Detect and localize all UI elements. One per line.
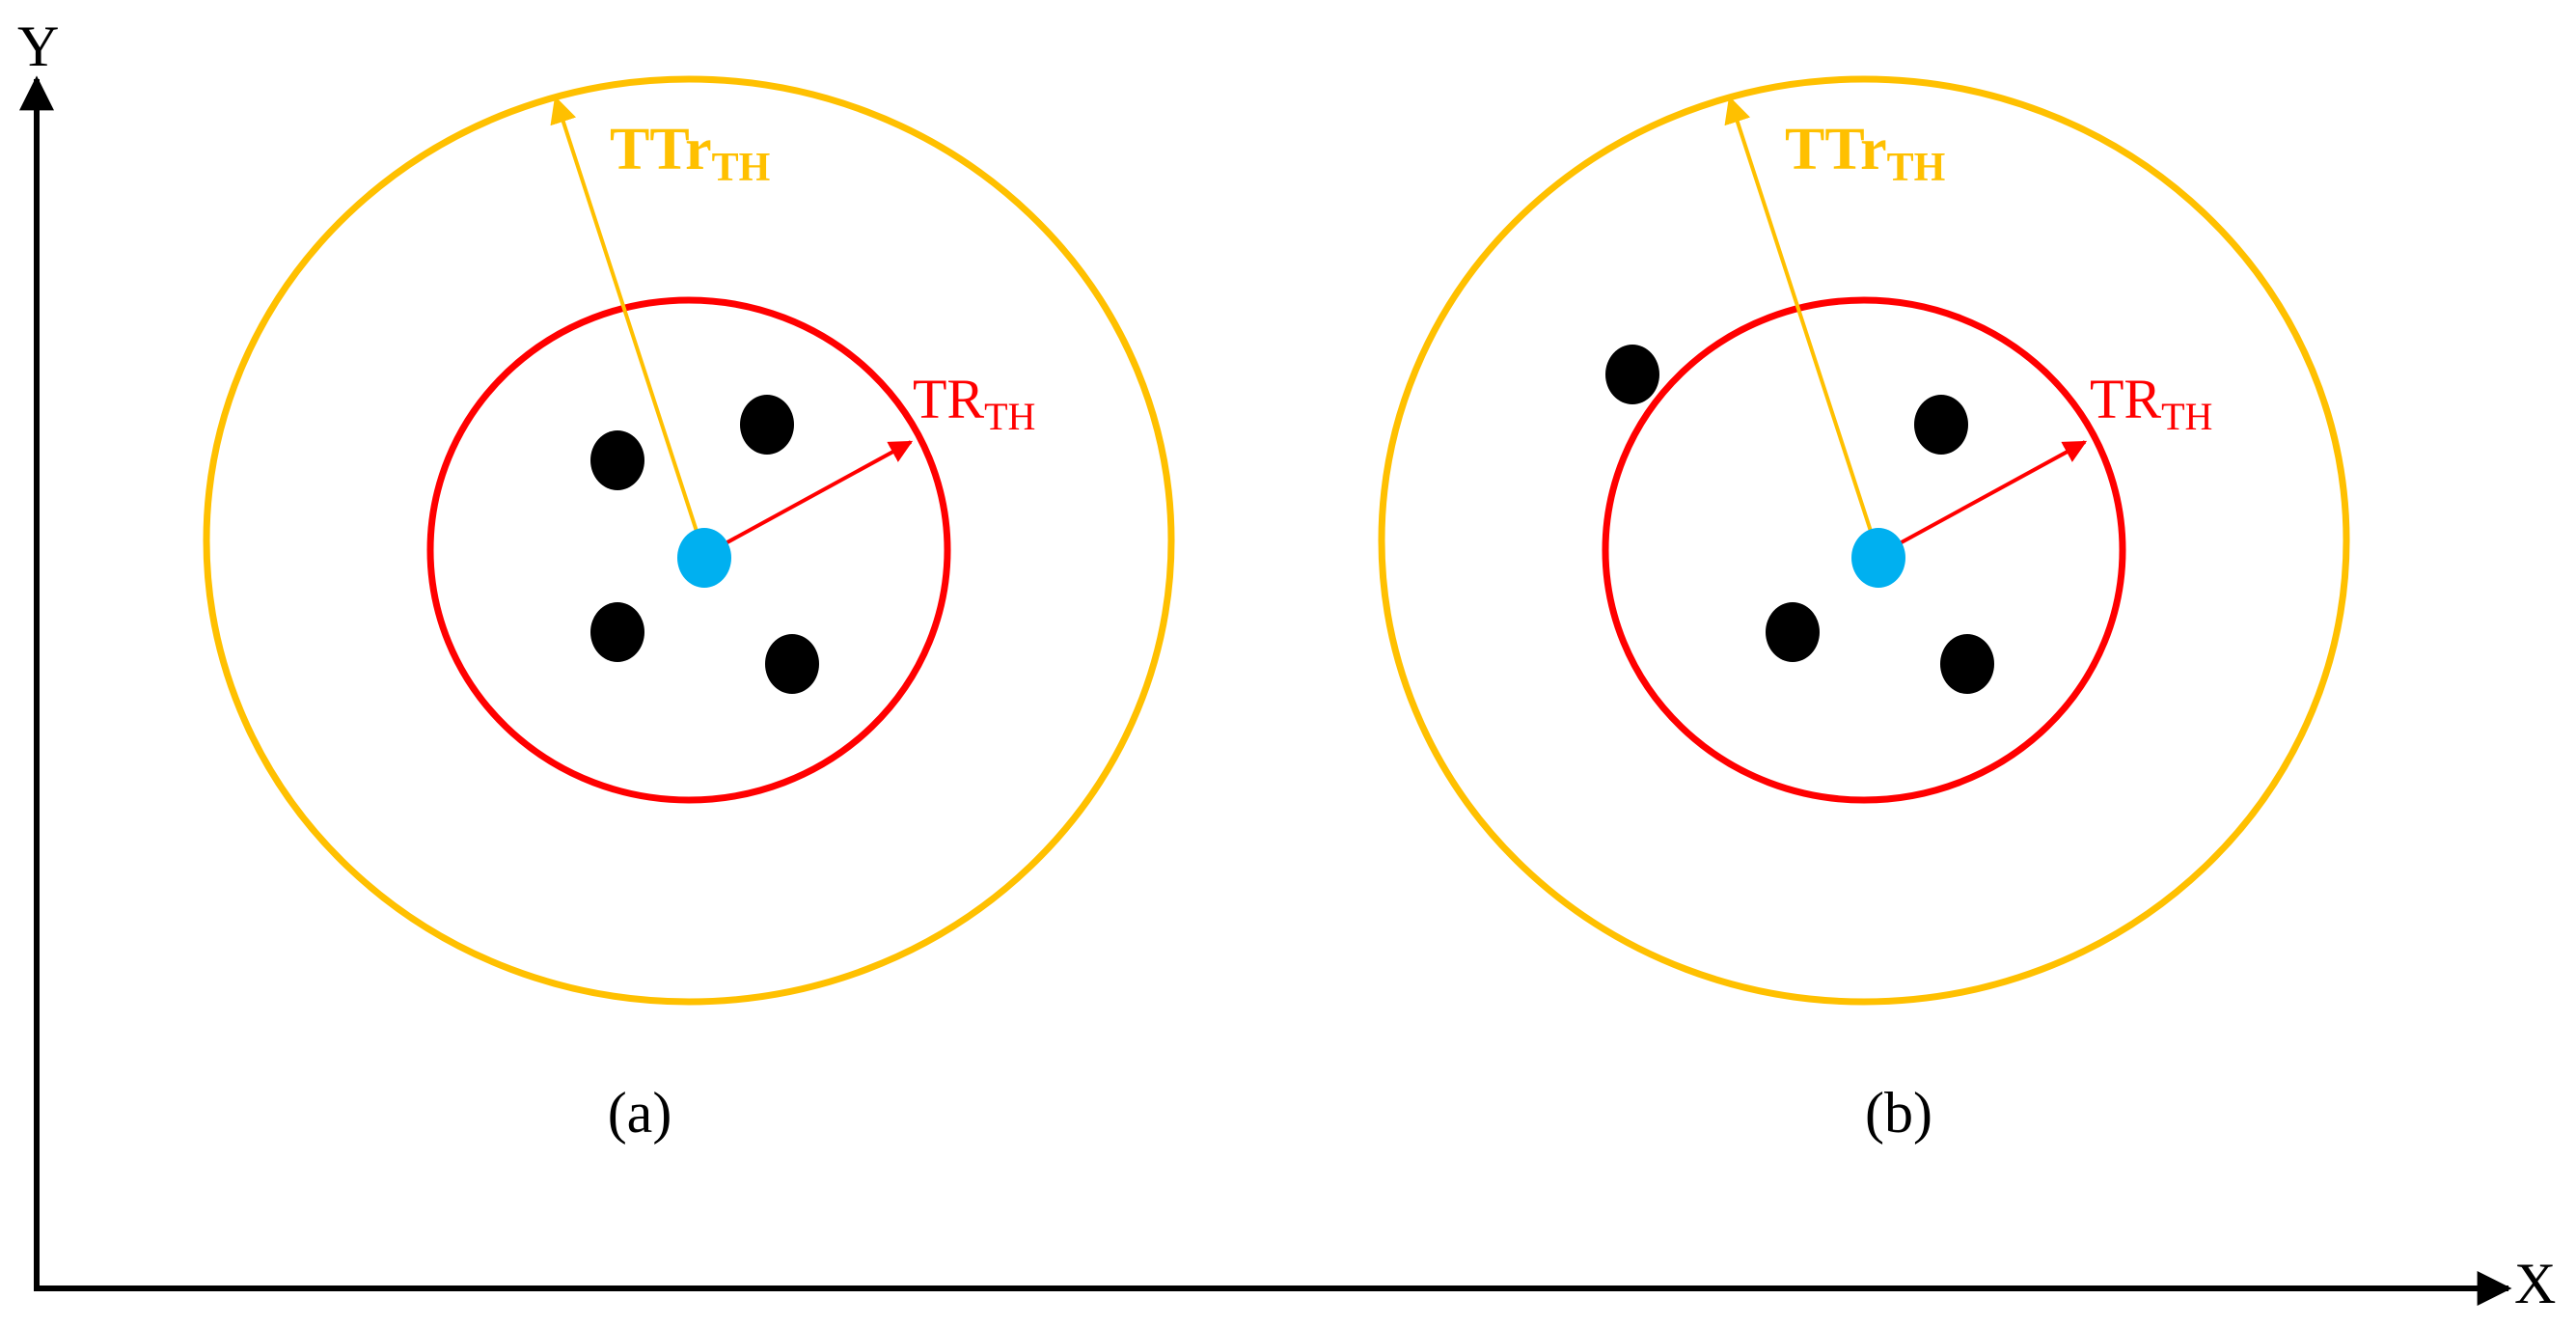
neighbor-node: [590, 430, 644, 490]
inner-threshold-circle: [426, 296, 951, 804]
neighbor-node: [1914, 395, 1968, 455]
neighbor-node: [590, 602, 644, 662]
neighbor-node: [1940, 634, 1994, 694]
outer-threshold-label: TTrTH: [1785, 117, 1945, 190]
panel-b: TTrTH TRTH (b): [1378, 75, 2350, 1145]
inner-radius-arrow: [703, 440, 914, 557]
panel-caption: (b): [1865, 1081, 1932, 1145]
y-axis-label: Y: [17, 14, 59, 78]
panel-caption: (a): [608, 1081, 672, 1145]
outer-threshold-label: TTrTH: [610, 117, 770, 190]
outer-threshold-circle: [203, 75, 1175, 1006]
neighbor-node: [1605, 345, 1659, 404]
inner-radius-arrow: [1877, 440, 2088, 557]
neighbor-node: [1766, 602, 1820, 662]
center-node: [677, 528, 731, 588]
inner-threshold-circle: [1602, 296, 2126, 804]
inner-threshold-label: TRTH: [913, 368, 1035, 438]
neighbor-node: [740, 395, 794, 455]
inner-threshold-label: TRTH: [2090, 368, 2212, 438]
outer-radius-arrow: [550, 96, 706, 556]
x-axis-label: X: [2514, 1252, 2556, 1315]
axes: Y X: [17, 14, 2556, 1315]
center-node: [1851, 528, 1905, 588]
panel-a: TTrTH TRTH (a): [203, 75, 1175, 1145]
neighbor-node: [765, 634, 819, 694]
outer-radius-arrow: [1724, 96, 1880, 556]
outer-threshold-circle: [1378, 75, 2350, 1006]
